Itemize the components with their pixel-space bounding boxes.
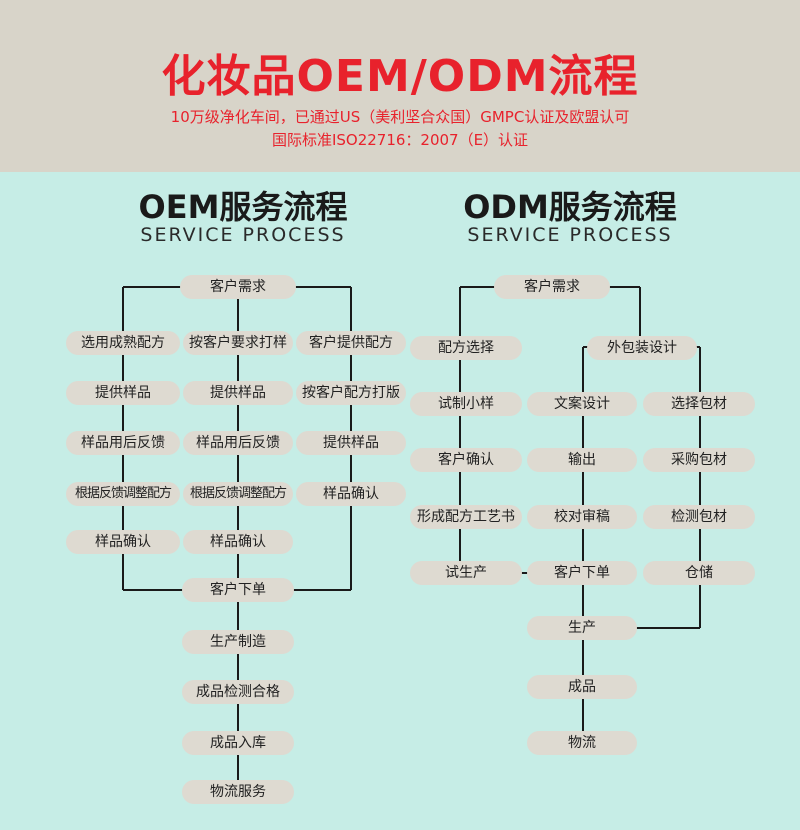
oem-col-a-step: 提供样品 (66, 381, 180, 405)
oem-tail-step: 成品检测合格 (182, 680, 294, 704)
odm-tail-step: 成品 (527, 675, 637, 699)
odm-section-subtitle: SERVICE PROCESS (467, 224, 673, 246)
oem-col-a-step: 样品用后反馈 (66, 431, 180, 455)
odm-col-c-step: 检测包材 (643, 505, 755, 529)
oem-section-subtitle: SERVICE PROCESS (140, 224, 346, 246)
odm-col-a-step: 客户确认 (410, 448, 522, 472)
oem-col-b-step: 按客户要求打样 (183, 331, 293, 355)
odm-col-c-step: 采购包材 (643, 448, 755, 472)
oem-section-title: OEM服务流程 (138, 188, 348, 226)
oem-col-b-step: 样品用后反馈 (183, 431, 293, 455)
oem-tail-step: 成品入库 (182, 731, 294, 755)
odm-col-a-step: 形成配方工艺书 (410, 505, 522, 529)
odm-col-b-step: 校对审稿 (527, 505, 637, 529)
oem-tail-step: 物流服务 (182, 780, 294, 804)
certification-line-2: 国际标准ISO22716：2007（E）认证 (271, 131, 529, 149)
header-banner (0, 0, 800, 172)
oem-col-a-step: 样品确认 (66, 530, 180, 554)
odm-col-c-step: 选择包材 (643, 392, 755, 416)
odm-col-b-step: 文案设计 (527, 392, 637, 416)
oem-col-c-step: 样品确认 (296, 482, 406, 506)
oem-col-c-step: 客户提供配方 (296, 331, 406, 355)
odm-section-title: ODM服务流程 (463, 188, 677, 226)
odm-col-b-step: 输出 (527, 448, 637, 472)
oem-col-b-step: 根据反馈调整配方 (183, 482, 293, 506)
oem-col-b-step: 样品确认 (183, 530, 293, 554)
odm-packaging-design-node: 外包装设计 (587, 336, 697, 360)
oem-col-c-step: 提供样品 (296, 431, 406, 455)
oem-tail-step: 生产制造 (182, 630, 294, 654)
oem-col-a-step: 根据反馈调整配方 (66, 482, 180, 506)
odm-col-c-step: 仓储 (643, 561, 755, 585)
oem-start-node: 客户需求 (180, 275, 296, 299)
odm-col-b-step: 客户下单 (527, 561, 637, 585)
odm-col-a-step: 配方选择 (410, 336, 522, 360)
odm-tail-step: 物流 (527, 731, 637, 755)
certification-line-1: 10万级净化车间，已通过US（美利坚合众国）GMPC认证及欧盟认可 (170, 108, 630, 126)
odm-col-a-step: 试制小样 (410, 392, 522, 416)
oem-col-b-step: 提供样品 (183, 381, 293, 405)
oem-col-c-step: 按客户配方打版 (296, 381, 406, 405)
odm-tail-step: 生产 (527, 616, 637, 640)
odm-start-node: 客户需求 (494, 275, 610, 299)
oem-col-a-step: 选用成熟配方 (66, 331, 180, 355)
odm-col-a-step: 试生产 (410, 561, 522, 585)
oem-order-node: 客户下单 (182, 578, 294, 602)
page-title: 化妆品OEM/ODM流程 (161, 51, 639, 102)
